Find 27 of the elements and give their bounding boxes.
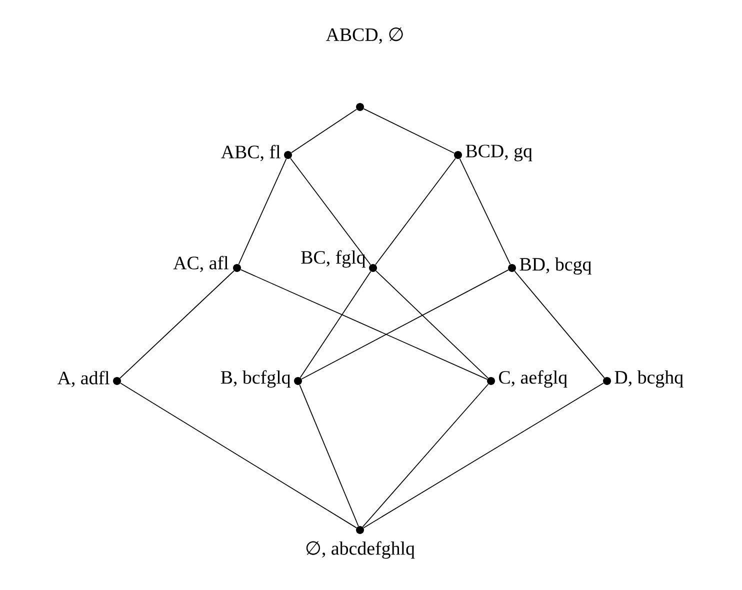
line: [238, 158, 287, 265]
node-label: ABC, fl: [221, 144, 280, 162]
line: [375, 158, 456, 266]
node-label: BC, fglq: [301, 250, 366, 268]
line: [376, 270, 488, 379]
line: [514, 270, 605, 378]
node-label: ABCD, ∅: [326, 27, 403, 44]
line: [363, 382, 604, 528]
node-label: C, aefglq: [498, 370, 568, 388]
node-label: B, bcfglq: [220, 370, 290, 388]
line: [240, 269, 488, 380]
line: [290, 158, 371, 266]
line: [363, 108, 455, 154]
line: [301, 270, 509, 380]
node-label: D, bcghq: [614, 370, 684, 388]
node-label: BD, bcgq: [520, 257, 592, 275]
line: [459, 158, 511, 265]
node-label: BCD, gq: [466, 144, 532, 162]
line: [120, 270, 234, 379]
line: [291, 108, 357, 154]
line: [300, 271, 372, 378]
node-label: AC, afl: [173, 256, 228, 272]
node-label: A, adfl: [57, 370, 110, 388]
line: [362, 384, 489, 528]
node-label: ∅, abcdefghlq: [306, 541, 415, 559]
line: [299, 384, 359, 527]
line: [120, 382, 357, 528]
